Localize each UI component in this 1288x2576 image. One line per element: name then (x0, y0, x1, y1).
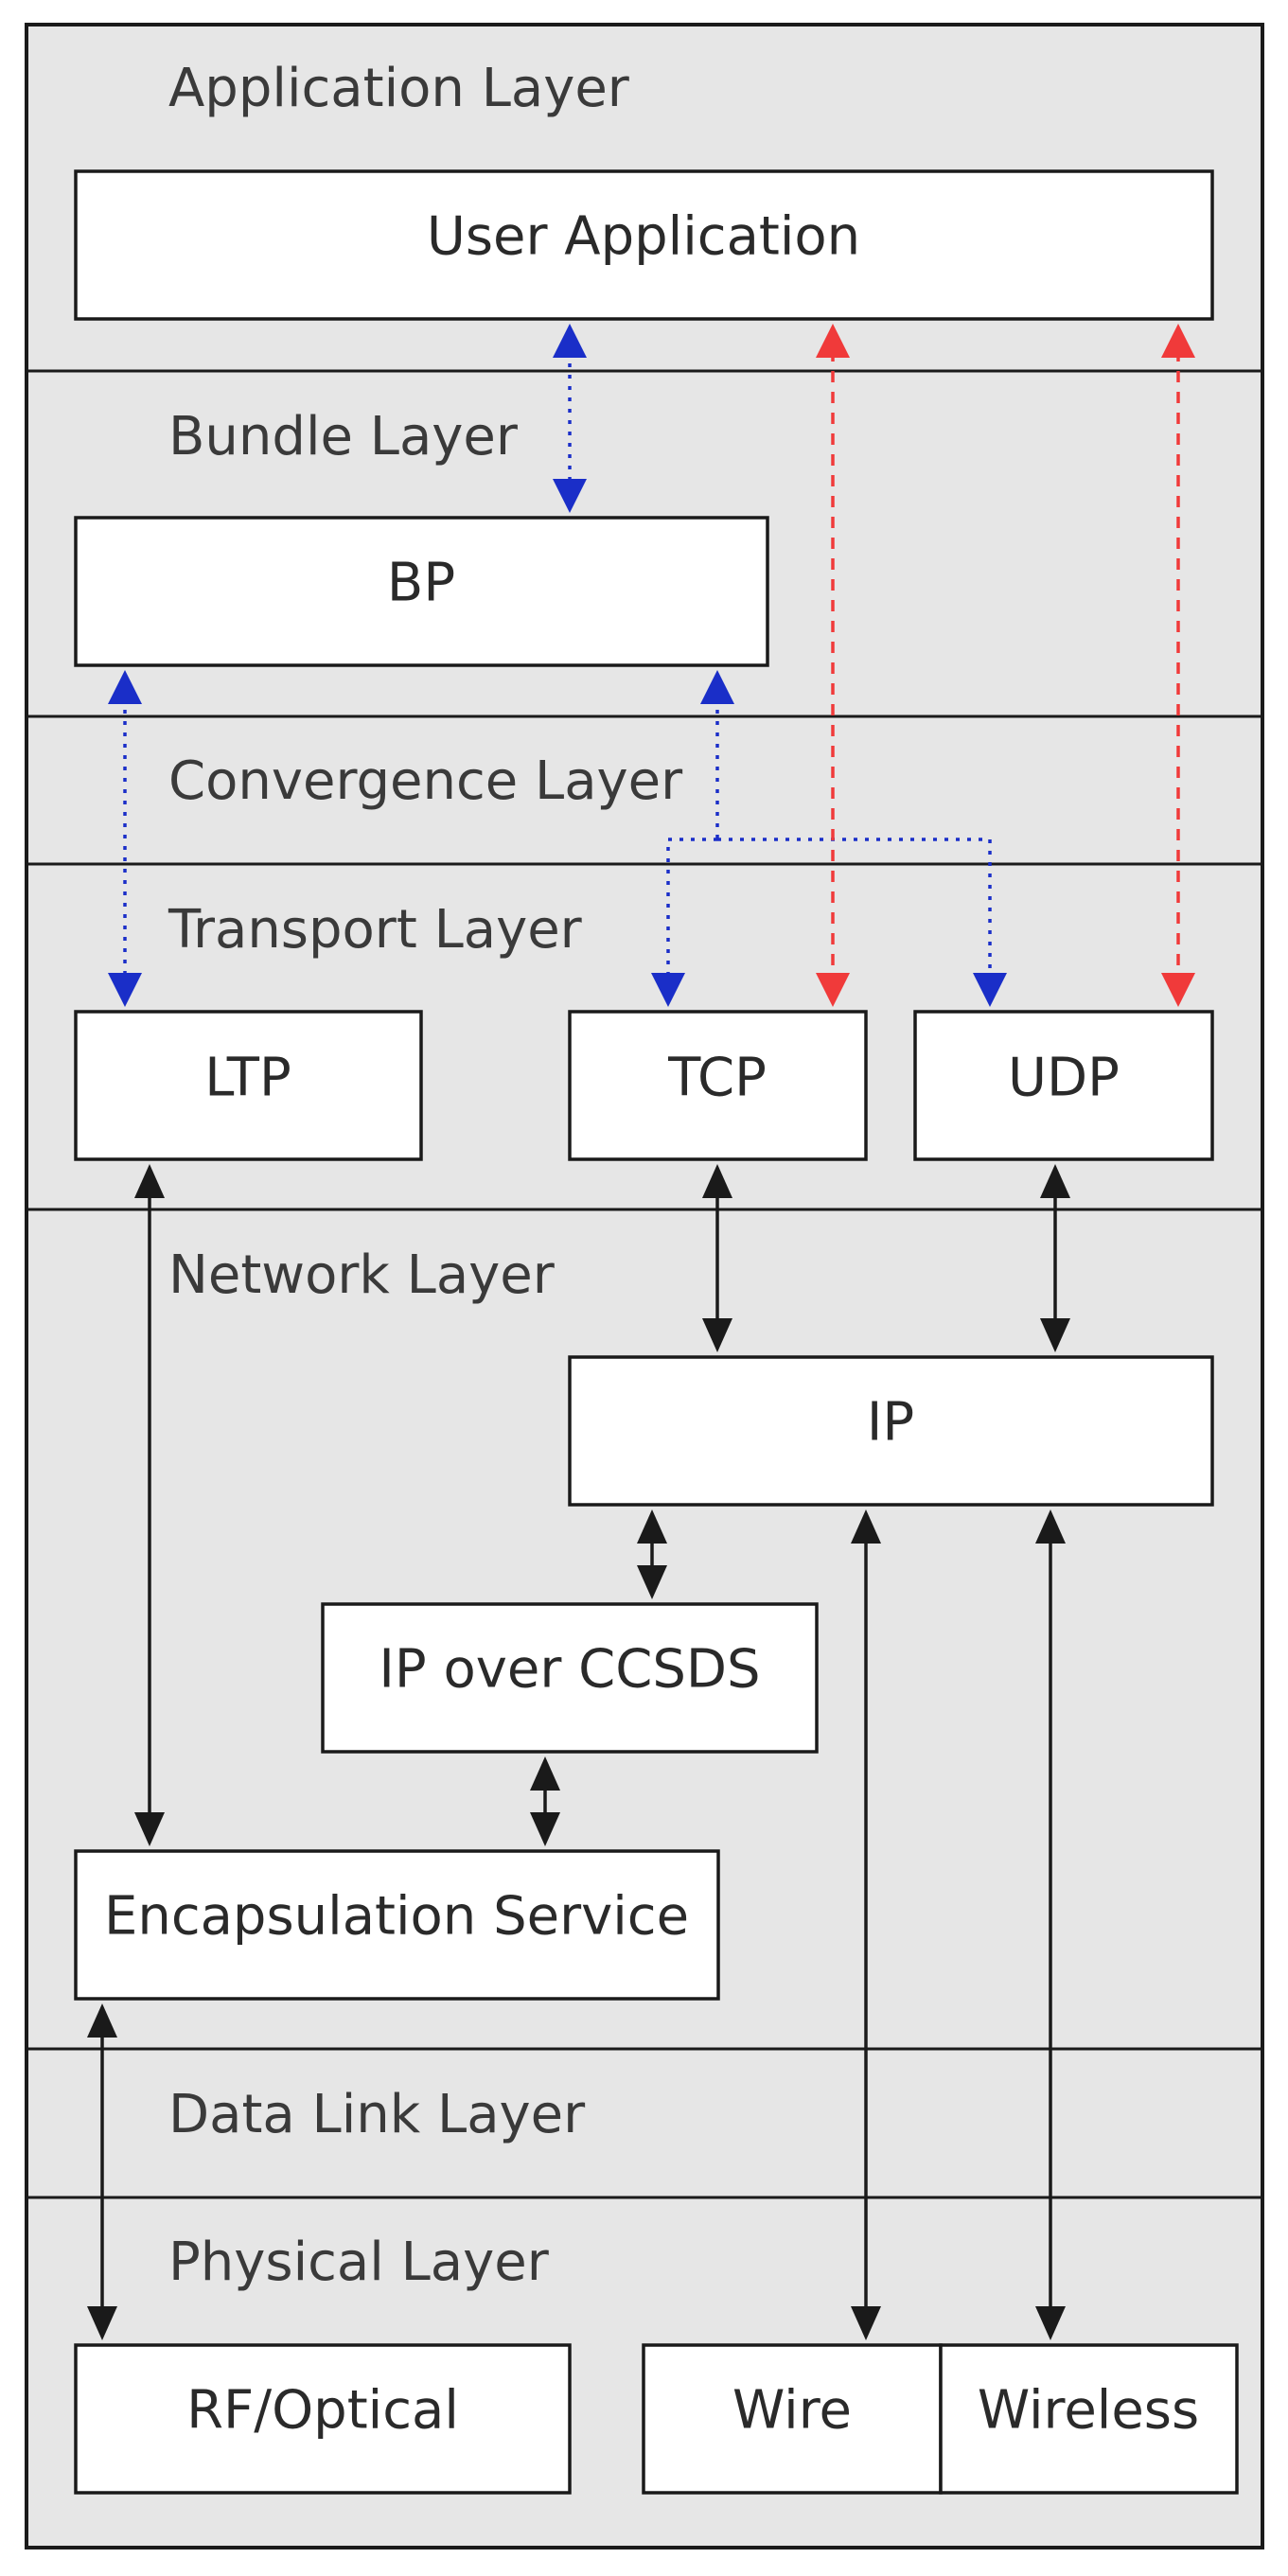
bp-label: BP (387, 553, 455, 614)
layer-label-application: Application Layer (168, 58, 630, 119)
ip-label: IP (867, 1392, 914, 1454)
wireless-box (939, 2343, 1239, 2495)
layer-label-bundle: Bundle Layer (168, 406, 519, 468)
wireless-label: Wireless (978, 2380, 1199, 2442)
rf-optical-box (74, 2343, 572, 2495)
encapsulation-service-box (74, 1849, 720, 2001)
user-application-label: User Application (427, 206, 860, 268)
ip-over-ccsds-box (321, 1602, 819, 1754)
layer-label-convergence: Convergence Layer (168, 750, 683, 812)
ltp-label: LTP (204, 1048, 291, 1109)
bp-box (74, 516, 769, 667)
wire-box (642, 2343, 943, 2495)
diagram-frame (25, 23, 1264, 2550)
udp-label: UDP (1008, 1048, 1120, 1109)
udp-box (913, 1010, 1214, 1161)
tcp-box (568, 1010, 868, 1161)
ip-box (568, 1355, 1214, 1507)
tcp-label: TCP (667, 1048, 767, 1109)
wire-label: Wire (732, 2380, 852, 2442)
encapsulation-service-label: Encapsulation Service (104, 1886, 689, 1948)
layer-label-network: Network Layer (168, 1244, 556, 1306)
user-application-box (74, 169, 1214, 321)
blue-arrow-to-tcp (651, 838, 717, 1007)
layer-label-physical: Physical Layer (168, 2232, 550, 2293)
ip-over-ccsds-label: IP over CCSDS (379, 1639, 760, 1701)
blue-arrow-to-udp (717, 838, 1007, 1007)
ltp-box (74, 1010, 423, 1161)
layer-label-data-link: Data Link Layer (168, 2084, 586, 2145)
rf-optical-label: RF/Optical (186, 2380, 459, 2442)
layer-label-transport: Transport Layer (168, 899, 583, 961)
